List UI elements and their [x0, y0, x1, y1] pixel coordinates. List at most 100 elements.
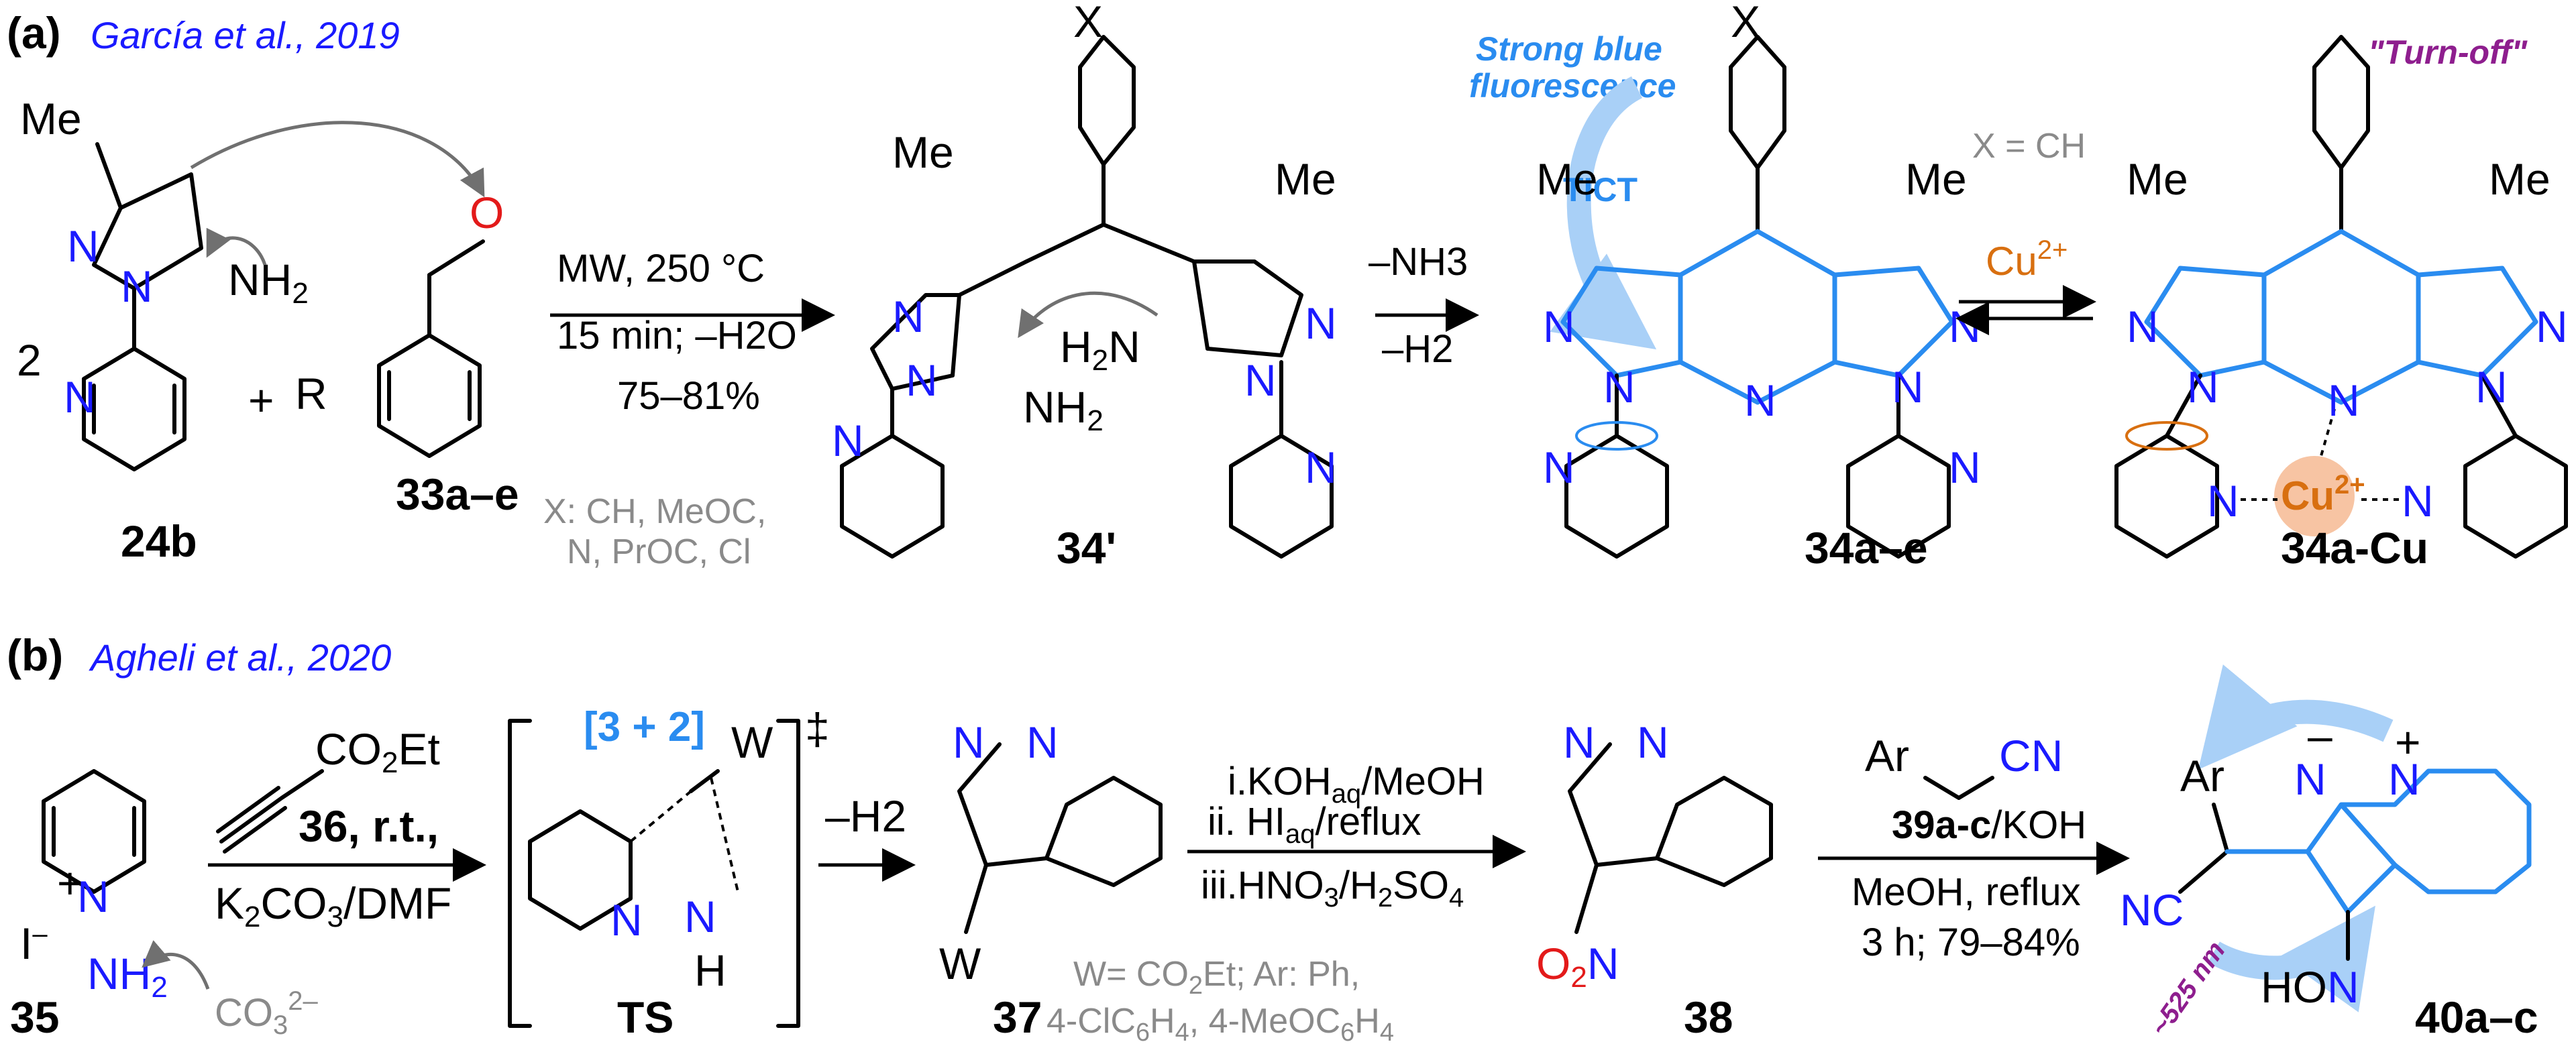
svg-text:+: +	[2395, 717, 2421, 767]
svg-text:N: N	[2127, 302, 2159, 351]
panel-a-citation: García et al., 2019	[91, 14, 400, 56]
minus-h2-label: –H2	[825, 791, 906, 841]
wavelength-label: ~525 nm	[2145, 936, 2231, 1041]
svg-text:N: N	[1026, 717, 1059, 767]
compound-40-label: 40a–c	[2415, 992, 2538, 1042]
svg-text:NH2: NH2	[87, 949, 168, 1004]
svg-text:H: H	[694, 945, 727, 995]
svg-text:N: N	[121, 262, 153, 311]
compound-34-label: 34a–e	[1805, 523, 1928, 573]
condition-minus-nh3: –NH3	[1368, 240, 1468, 284]
compound-33-structure: O R	[295, 188, 504, 458]
svg-text:N: N	[1744, 375, 1776, 425]
svg-text:K2CO3/DMF: K2CO3/DMF	[215, 878, 451, 933]
svg-text:N: N	[1637, 717, 1669, 767]
svg-text:Cu2+: Cu2+	[2281, 470, 2365, 518]
svg-text:N: N	[2328, 375, 2360, 425]
w-definition-1: W= CO2Et; Ar: Ph,	[1073, 955, 1360, 1000]
turn-off-text: "Turn-off"	[2368, 34, 2528, 71]
svg-text:N: N	[1244, 355, 1277, 405]
svg-text:Me: Me	[2127, 154, 2188, 204]
fluorescence-text: fluorescence	[1469, 67, 1676, 105]
compound-35-label: 35	[10, 992, 59, 1042]
panel-b-label: (b)	[7, 630, 63, 680]
svg-text:W: W	[939, 939, 981, 988]
panel-a-label: (a)	[7, 8, 61, 58]
svg-text:N: N	[906, 355, 938, 405]
svg-text:W: W	[731, 717, 773, 767]
substituents-line2: N, PrOC, Cl	[567, 532, 751, 571]
svg-text:CO2Et: CO2Et	[315, 724, 440, 779]
condition-yield: 75–81%	[617, 374, 760, 418]
svg-text:I–: I–	[20, 919, 48, 968]
svg-text:+: +	[57, 858, 83, 908]
r-group: R	[295, 369, 327, 418]
condition-time: 15 min; –H2O	[557, 314, 797, 357]
svg-text:N: N	[77, 872, 109, 921]
svg-text:NC: NC	[2120, 885, 2184, 935]
svg-text:N: N	[2187, 362, 2219, 412]
svg-text:N: N	[684, 892, 716, 941]
compound-38-label: 38	[1684, 992, 1733, 1042]
w-definition-2: 4-ClC6H4, 4-MeOC6H4	[1046, 1002, 1394, 1046]
svg-text:N: N	[953, 717, 985, 767]
condition-minus-h2: –H2	[1382, 327, 1453, 371]
svg-text:NH2: NH2	[1023, 382, 1104, 437]
svg-text:–: –	[2308, 711, 2332, 760]
svg-text:N: N	[1543, 443, 1575, 492]
methyl-label: Me	[20, 94, 82, 143]
svg-text:NH2: NH2	[228, 255, 309, 310]
compound-24b-label: 24b	[121, 516, 197, 566]
tict-label: TICT	[1563, 171, 1638, 209]
cycloaddition-label: [3 + 2]	[584, 704, 705, 750]
svg-text:N: N	[892, 292, 924, 341]
svg-text:N: N	[832, 416, 864, 465]
step-i: i.KOHaq/MeOH	[1228, 760, 1485, 809]
step-iii: iii.HNO3/H2SO4	[1201, 864, 1464, 913]
svg-text:Me: Me	[892, 127, 954, 177]
reagent-39: 39a-c/KOH	[1892, 803, 2086, 847]
svg-text:N: N	[1603, 362, 1635, 412]
condition-meoh-reflux: MeOH, reflux	[1851, 870, 2081, 914]
panel-b-citation: Agheli et al., 2020	[89, 636, 391, 679]
x-equals-ch: X = CH	[1972, 127, 2086, 166]
compound-37-label: 37	[993, 992, 1042, 1042]
compound-34cu-label: 34a-Cu	[2281, 523, 2428, 573]
svg-text:N: N	[2294, 754, 2326, 804]
x-substituent-label: X	[1073, 0, 1103, 46]
carbonate-label: CO32–	[215, 986, 318, 1040]
svg-text:Me: Me	[1536, 154, 1598, 204]
svg-text:N: N	[2475, 362, 2508, 412]
svg-text:Ar: Ar	[2180, 751, 2224, 801]
svg-text:H2N: H2N	[1060, 322, 1140, 377]
svg-text:Me: Me	[1275, 154, 1336, 204]
svg-text:O2N: O2N	[1536, 939, 1619, 994]
svg-text:N: N	[1305, 298, 1337, 348]
svg-text:N: N	[1892, 362, 1924, 412]
copper-reagent: Cu2+	[1986, 235, 2068, 284]
svg-text:N: N	[2207, 476, 2239, 526]
reactant-coefficient: 2	[17, 335, 42, 385]
ts-label: TS	[617, 992, 674, 1042]
panel-b: (b) Agheli et al., 2020 N + NH2 I– CO32–…	[7, 630, 2538, 1046]
compound-34cu-structure: "Turn-off" Cu2+ Me Me N N N N N N N	[2114, 34, 2568, 559]
svg-text:N: N	[1563, 717, 1595, 767]
panel-a: (a) García et al., 2019 Me N N N NH2 2 2…	[7, 0, 2568, 573]
transition-state: ‡ [3 + 2] W N N H	[508, 704, 830, 1028]
condition-time-yield: 3 h; 79–84%	[1862, 921, 2080, 964]
compound-33-label: 33a–e	[396, 469, 519, 519]
strong-blue-text: Strong blue	[1476, 30, 1662, 68]
intermediate-34prime-structure: X Me Me N N N N N N NH2 H2N	[832, 0, 1337, 559]
condition-mw: MW, 250 °C	[557, 247, 765, 290]
compound-34-structure: Strong blue fluorescence TICT X Me Me N …	[1469, 0, 1981, 559]
svg-text:N: N	[1949, 302, 1981, 351]
svg-text:N: N	[1543, 302, 1575, 351]
svg-text:Me: Me	[1905, 154, 1967, 204]
compound-38-structure: N N O2N	[1536, 717, 1773, 994]
step-ii: ii. HIaq/reflux	[1208, 800, 1421, 849]
compound-24b-structure: Me N N N NH2 2	[17, 94, 485, 471]
compound-37-structure: N N W	[939, 717, 1163, 988]
svg-text:N: N	[67, 221, 99, 271]
substituents-line1: X: CH, MeOC,	[543, 492, 766, 531]
svg-text:N: N	[64, 372, 96, 422]
